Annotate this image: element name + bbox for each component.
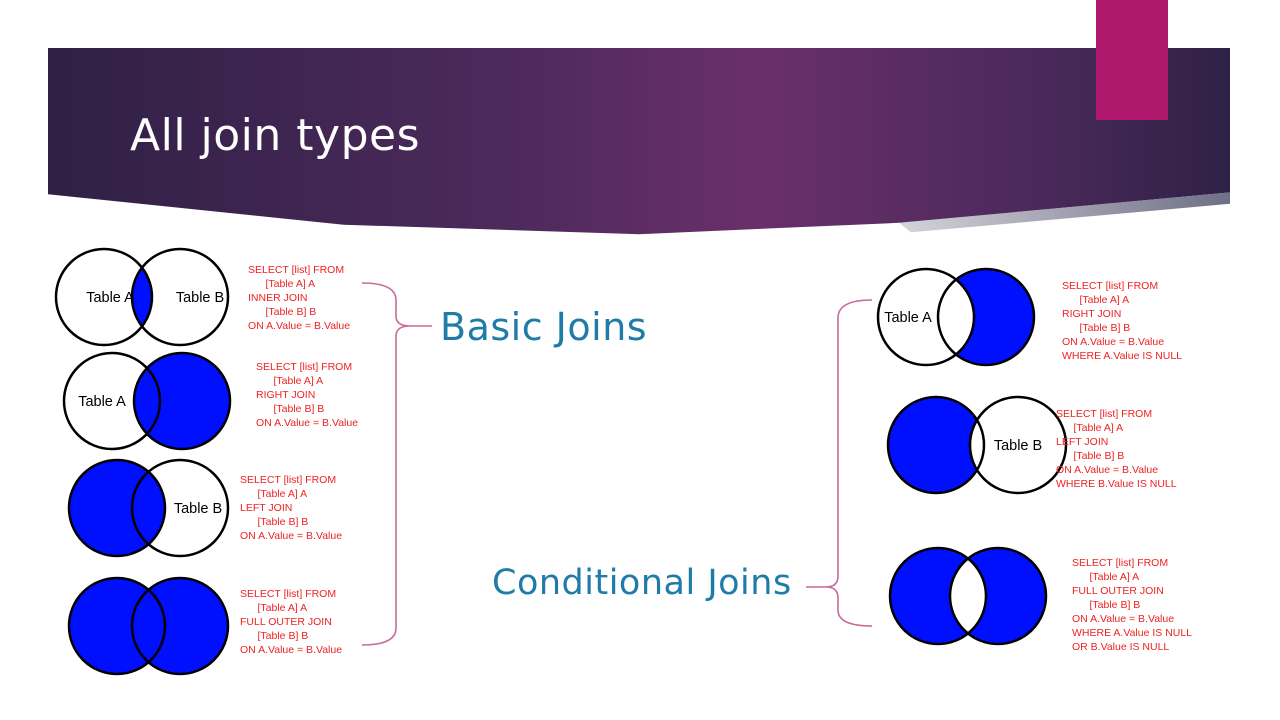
venn-fill-a-only [888,397,984,493]
conditional-joins-bracket [825,299,873,627]
venn-circle-a [886,395,986,495]
venn-circle-b [130,576,230,676]
venn-circle-b [132,351,232,451]
venn-label-a: Table A [79,501,127,517]
venn-label-a: Table A [884,310,932,326]
venn-label-a: Table A [78,394,126,410]
venn-label-b: Table B [176,290,224,306]
venn-label-b: Table B [176,619,224,635]
venn-fill-b [132,578,228,674]
sql-inner-join: SELECT [list] FROM [Table A] A INNER JOI… [248,264,351,332]
sql-left-join: SELECT [list] FROM [Table A] A LEFT JOIN… [240,474,343,542]
venn-fill-both-excluding [890,548,1046,644]
venn-label-b: Table B [992,589,1040,605]
accent-bar [1096,0,1168,120]
venn-circle-a [876,267,976,367]
venn-circle-b [948,546,1048,646]
venn-fill-a [69,460,165,556]
venn-label-b: Table B [984,310,1032,326]
venn-circle-a [62,351,162,451]
venn-left-join-excluding: Table A Table B [886,395,1068,495]
venn-left-join: Table A Table B [67,458,230,558]
venn-fill-b [134,353,230,449]
venn-full-outer-join: Table A Table B [67,576,230,676]
sql-full-outer-join-excluding: SELECT [list] FROM [Table A] A FULL OUTE… [1072,557,1193,653]
slide-title: All join types [130,110,420,161]
venn-right-join-excluding: Table A Table B [876,267,1036,367]
venn-right-join: Table A Table B [62,351,232,451]
venn-circle-a [54,247,154,347]
venn-inner-join: Table A Table B [54,247,230,347]
venn-label-a: Table A [891,438,939,454]
basic-joins-bracket [361,282,411,646]
sql-right-join: SELECT [list] FROM [Table A] A RIGHT JOI… [256,361,359,429]
sql-left-join-excluding: SELECT [list] FROM [Table A] A LEFT JOIN… [1056,408,1177,490]
venn-full-outer-join-excluding: Table A Table B [888,546,1048,646]
venn-label-a: Table A [86,290,134,306]
venn-circle-b [130,458,230,558]
venn-label-b: Table B [176,394,224,410]
venn-label-a: Table A [76,619,124,635]
title-banner [48,48,1230,235]
venn-circle-b [936,267,1036,367]
venn-label-b: Table B [174,501,222,517]
venn-label-a: Table A [894,589,942,605]
venn-circle-a [888,546,988,646]
venn-circle-b [130,247,230,347]
sql-right-join-excluding: SELECT [list] FROM [Table A] A RIGHT JOI… [1062,280,1183,362]
venn-label-b: Table B [994,438,1042,454]
sql-full-outer-join: SELECT [list] FROM [Table A] A FULL OUTE… [240,588,343,656]
venn-circle-a [67,576,167,676]
venn-circle-b [968,395,1068,495]
venn-fill-b-only [938,269,1034,365]
conditional-joins-label: Conditional Joins [492,563,792,603]
venn-circle-a [67,458,167,558]
basic-joins-label: Basic Joins [440,305,648,349]
